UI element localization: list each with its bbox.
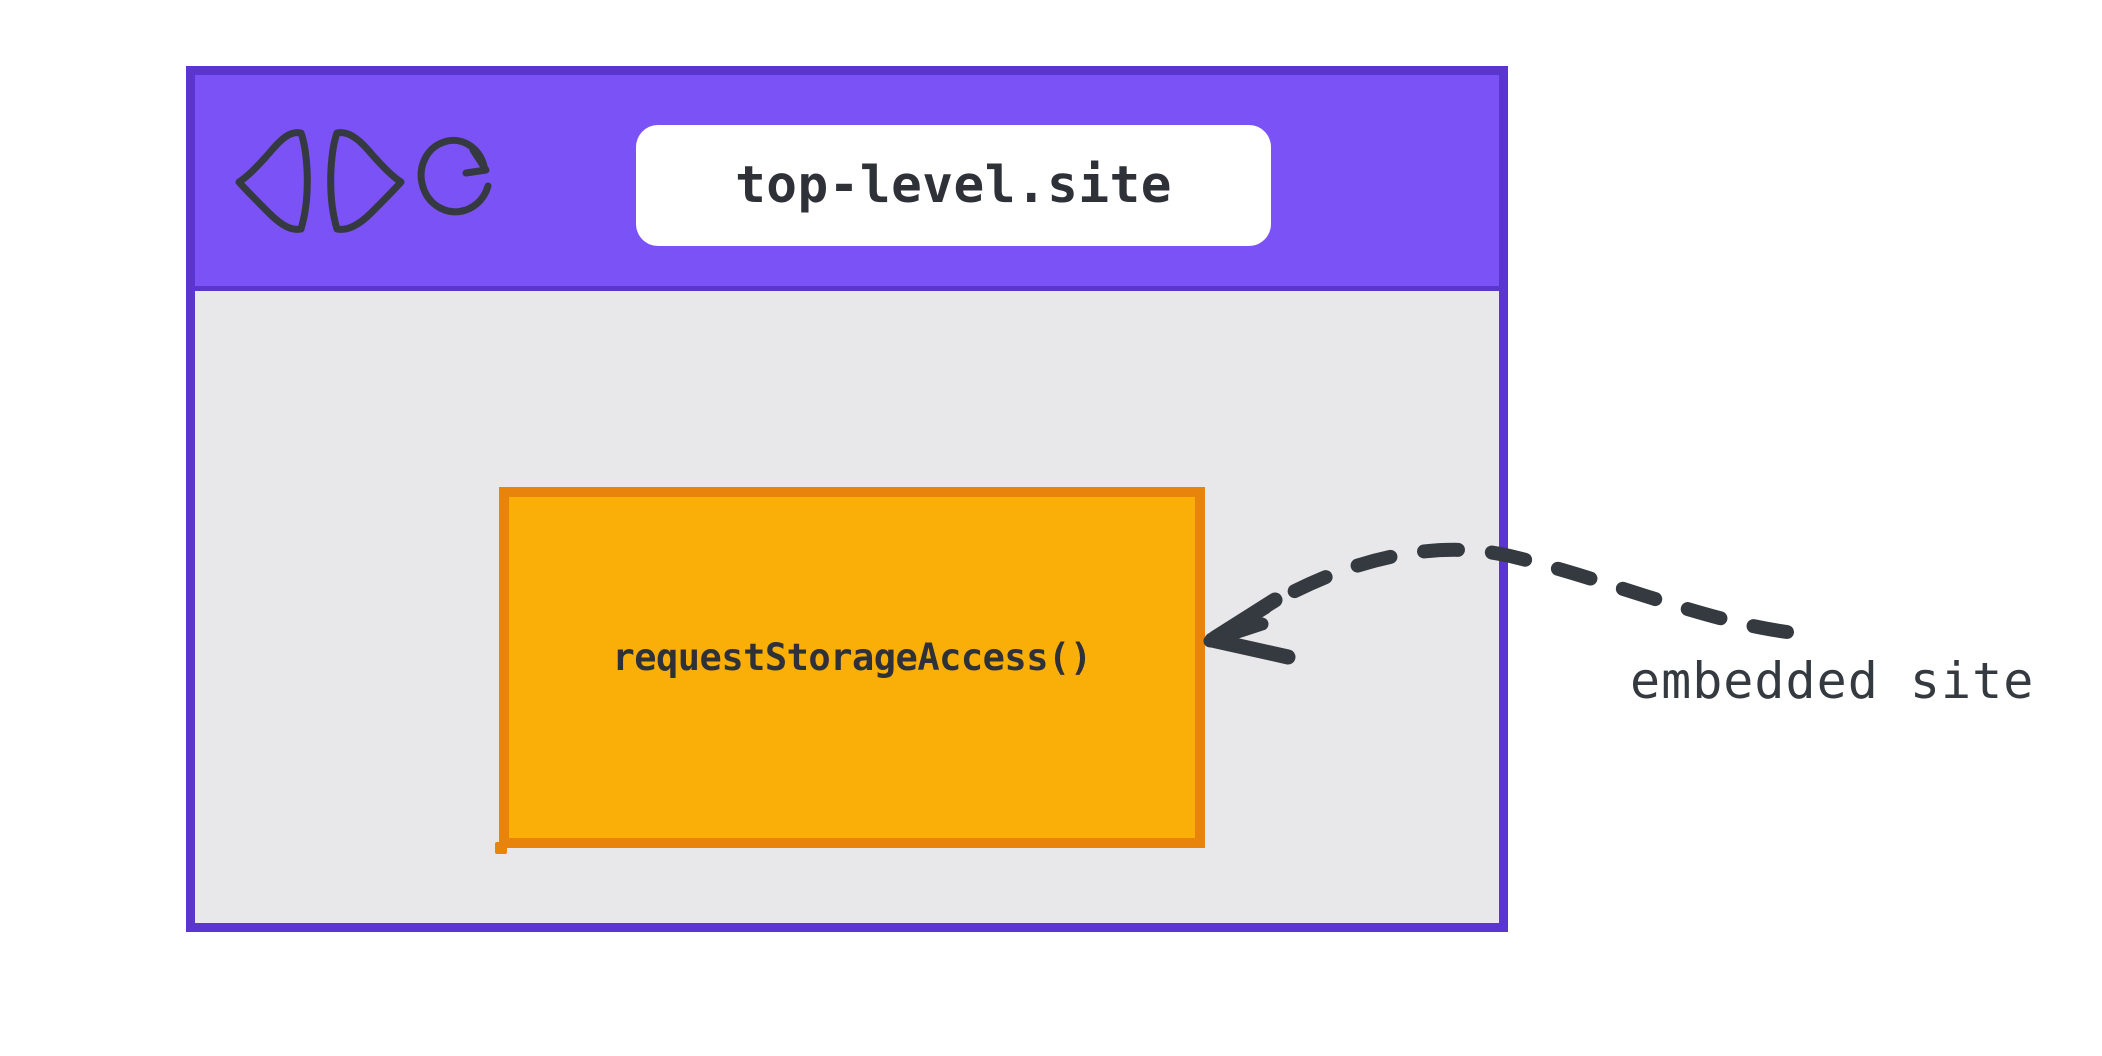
back-triangle-icon[interactable] [231,123,317,239]
forward-triangle-icon[interactable] [323,123,409,239]
embedded-site-annotation-label: embedded site [1630,652,2035,710]
embedded-site-frame[interactable]: requestStorageAccess() [495,487,1205,854]
embedded-site-frame-surface [499,487,1205,848]
url-text: top-level.site [735,156,1172,215]
reload-circular-arrow-icon[interactable] [417,123,503,239]
request-storage-access-label: requestStorageAccess() [612,636,1092,679]
embedded-frame-label-wrap: requestStorageAccess() [499,487,1205,848]
embedded-frame-corner-mark [495,842,507,854]
url-bar[interactable]: top-level.site [636,125,1271,246]
navigation-icon-group [231,123,521,243]
browser-toolbar: top-level.site [186,66,1508,295]
